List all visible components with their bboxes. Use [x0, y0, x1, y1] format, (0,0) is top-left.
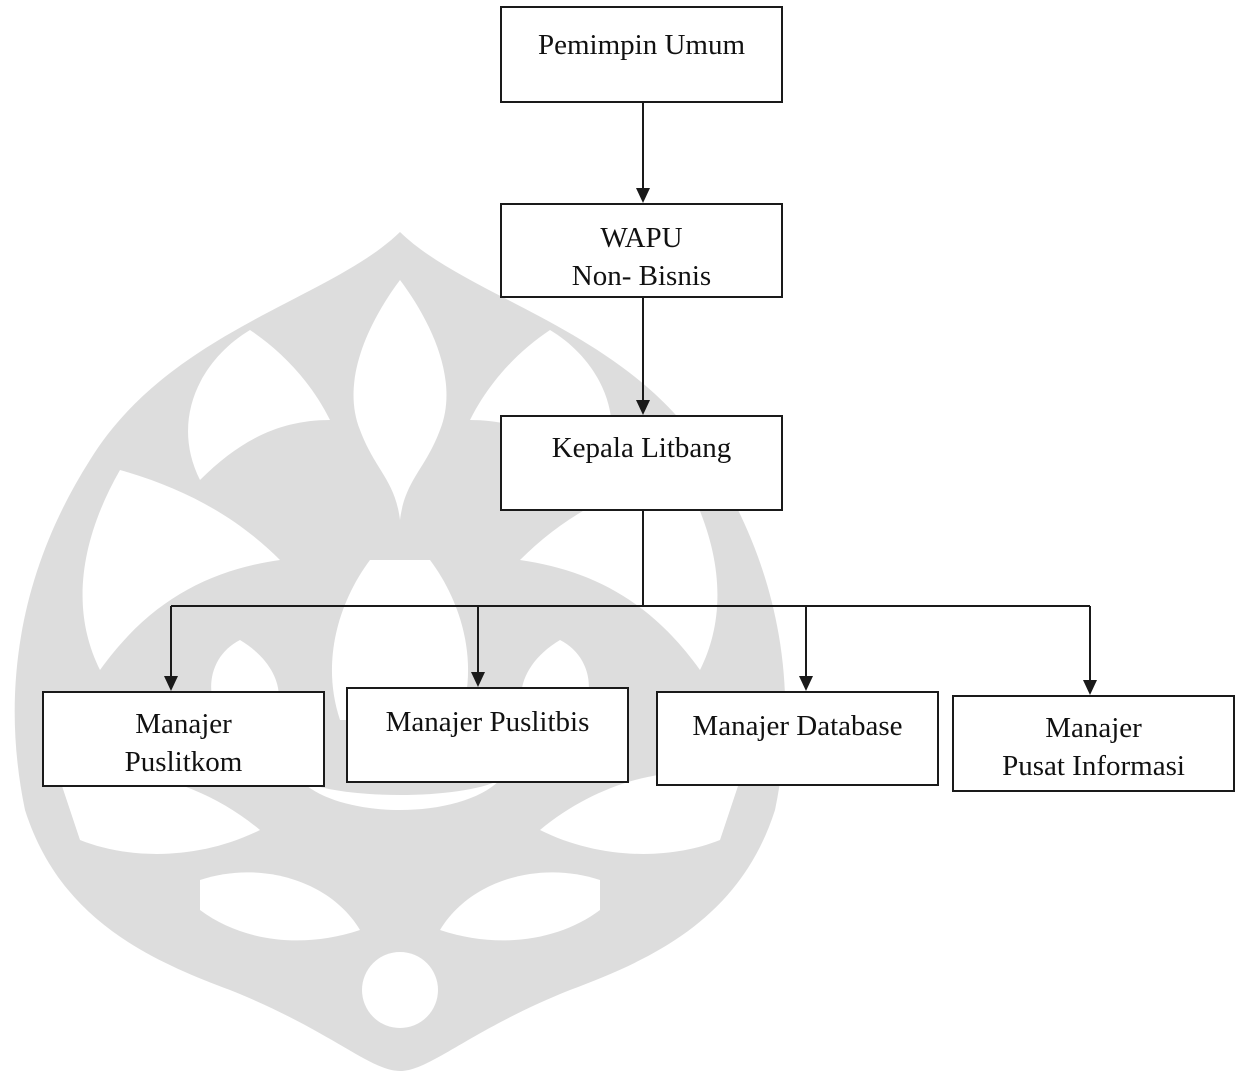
- manajer-database-box: Manajer Database: [656, 691, 939, 786]
- arrow-head: [1083, 680, 1097, 695]
- arrow-head: [636, 188, 650, 203]
- pemimpin-umum-label: Pemimpin Umum: [537, 29, 746, 61]
- manajer-puslitkom-box: Manajer Puslitkom: [42, 691, 325, 787]
- manager-label: Manajer Puslitbis: [385, 706, 590, 738]
- kepala-litbang-box: Kepala Litbang: [500, 415, 783, 511]
- wapu-sublabel: Non- Bisnis: [571, 260, 712, 292]
- arrow-head: [799, 676, 813, 691]
- pemimpin-umum-box: Pemimpin Umum: [500, 6, 783, 103]
- manajer-pusat-informasi-box: Manajer Pusat Informasi: [952, 695, 1235, 792]
- manajer-puslitbis-box: Manajer Puslitbis: [346, 687, 629, 783]
- wapu-box: WAPU Non- Bisnis: [500, 203, 783, 298]
- manager-label: Manajer: [1045, 712, 1142, 744]
- wapu-label: WAPU: [600, 222, 683, 254]
- manager-sublabel: Puslitkom: [124, 746, 243, 778]
- manager-label: Manajer Database: [692, 710, 903, 742]
- manager-sublabel: Pusat Informasi: [1002, 750, 1185, 782]
- kepala-litbang-label: Kepala Litbang: [551, 432, 732, 464]
- arrow-head: [636, 400, 650, 415]
- arrow-head: [471, 672, 485, 687]
- arrow-head: [164, 676, 178, 691]
- manager-label: Manajer: [135, 708, 232, 740]
